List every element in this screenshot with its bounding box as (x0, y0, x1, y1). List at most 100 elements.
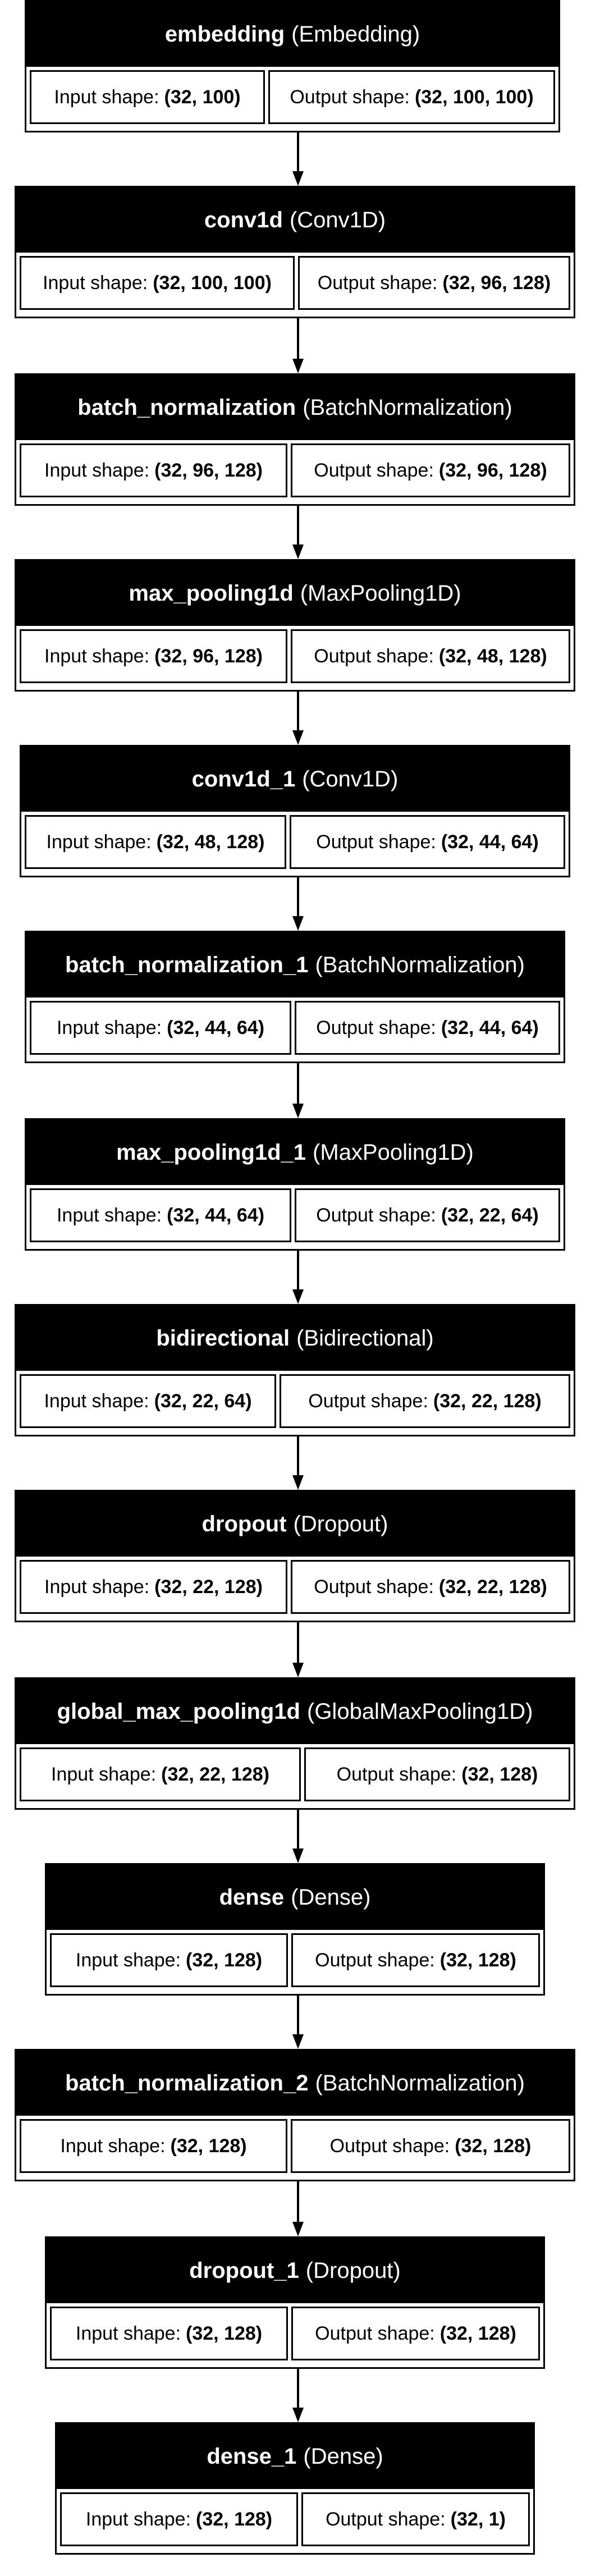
layer-type: (Embedding) (291, 21, 420, 47)
arrowhead-icon (292, 1475, 304, 1490)
input-shape-label: Input shape: (46, 831, 152, 853)
input-shape-value: (32, 128) (196, 2508, 273, 2530)
connector-arrow (292, 877, 304, 931)
input-shape-cell: Input shape:(32, 96, 128) (20, 443, 287, 497)
layer-header: dropout_1(Dropout) (47, 2238, 543, 2303)
input-shape-label: Input shape: (43, 272, 148, 294)
layer-type: (Bidirectional) (296, 1325, 434, 1351)
connector-arrow (292, 1810, 304, 1863)
output-shape-value: (32, 48, 128) (438, 645, 547, 667)
output-shape-label: Output shape: (316, 1017, 436, 1038)
output-shape-label: Output shape: (316, 1204, 436, 1226)
output-shape-cell: Output shape:(32, 128) (291, 2307, 540, 2360)
output-shape-cell: Output shape:(32, 22, 128) (291, 1560, 570, 1614)
input-shape-cell: Input shape:(32, 44, 64) (30, 1001, 291, 1055)
input-shape-label: Input shape: (56, 1017, 162, 1038)
layer-shapes-row: Input shape:(32, 44, 64)Output shape:(32… (26, 1185, 564, 1246)
layer-node: dropout(Dropout)Input shape:(32, 22, 128… (15, 1490, 575, 1622)
layer-shapes-row: Input shape:(32, 22, 128)Output shape:(3… (16, 1557, 574, 1617)
connector-arrow (292, 2181, 304, 2236)
layer-type: (Dense) (303, 2444, 383, 2469)
arrowhead-icon (292, 2034, 304, 2049)
input-shape-label: Input shape: (75, 1949, 181, 1971)
input-shape-label: Input shape: (51, 1763, 157, 1785)
arrowhead-icon (292, 2222, 304, 2236)
output-shape-label: Output shape: (326, 2508, 446, 2530)
layer-node: max_pooling1d_1 (MaxPooling1D) Input shape… (25, 1118, 565, 1251)
layer-node: bidirectional(Bidirectional)Input shape:… (15, 1304, 575, 1436)
input-shape-cell: Input shape:(32, 22, 64) (20, 1374, 276, 1428)
output-shape-value: (32, 22, 128) (433, 1390, 542, 1412)
input-shape-value: (32, 48, 128) (156, 831, 265, 853)
layer-name: dense_1 (207, 2444, 297, 2469)
input-shape-value: (32, 100) (164, 86, 241, 108)
layer-node: batch_normalization_2(BatchNormalization… (15, 2049, 575, 2181)
layer-name: dense (219, 1884, 285, 1910)
input-shape-value: (32, 44, 64) (167, 1017, 265, 1038)
output-shape-label: Output shape: (314, 459, 434, 481)
layer-shapes-row: Input shape:(32, 44, 64) Output shape: (32… (26, 998, 564, 1058)
layer-header: conv1d(Conv1D) (16, 187, 574, 253)
layer-name: max_pooling1d (129, 580, 294, 606)
output-shape-cell: Output shape:(32, 128) (291, 1933, 540, 1987)
input-shape-value: (32, 22, 128) (154, 1576, 263, 1598)
layer-header: dense_1(Dense) (57, 2424, 533, 2489)
layer-name: embedding (164, 21, 285, 47)
layer-node: dropout_1(Dropout)Input shape:(32, 128)O… (45, 2236, 545, 2369)
output-shape-value: (32, 96, 128) (442, 272, 551, 294)
input-shape-label: Input shape: (75, 2322, 181, 2344)
layer-name: max_pooling1d_1 (116, 1140, 306, 1165)
input-shape-cell: Input shape:(32, 128) (50, 1933, 288, 1987)
input-shape-label: Input shape: (56, 1204, 162, 1226)
connector-arrow (292, 1251, 304, 1304)
layer-name: dropout_1 (189, 2258, 299, 2283)
layer-shapes-row: Input shape:(32, 22, 64)Output shape:(32… (16, 1371, 574, 1431)
input-shape-cell: Input shape:(32, 22, 128) (20, 1747, 301, 1801)
connector-arrow (292, 506, 304, 559)
input-shape-value: (32, 96, 128) (154, 645, 263, 667)
layer-node: batch_normalization_1(BatchNormalization… (25, 931, 565, 1063)
layer-type: (BatchNormalization) (315, 952, 525, 977)
input-shape-value: (32, 128) (186, 1949, 263, 1971)
output-shape-cell: Output shape:(32, 48, 128) (291, 629, 570, 683)
layer-type: (Conv1D) (302, 766, 399, 791)
layer-type: (MaxPooling1D) (313, 1140, 474, 1165)
layer-name: dropout (201, 1511, 287, 1536)
output-shape-cell: Output shape:(32, 44, 64) (290, 815, 565, 869)
input-shape-cell: Input shape:(32, 128) (50, 2307, 288, 2360)
output-shape-cell: Output shape:(32, 22, 128) (280, 1374, 570, 1428)
layer-shapes-row: Input shape:(32, 100, 100)Output shape:(… (16, 253, 574, 313)
output-shape-label: Output shape: (329, 2135, 450, 2157)
layer-type: (GlobalMaxPooling1D) (307, 1699, 533, 1724)
layer-header: batch_normalization_2(BatchNormalization… (16, 2051, 574, 2116)
layer-header: max_pooling1d(MaxPooling1D) (16, 561, 574, 626)
output-shape-value: (32, 22, 128) (438, 1576, 547, 1598)
connector-arrow (292, 1436, 304, 1490)
arrowhead-icon (292, 916, 304, 931)
layer-node: max_pooling1d(MaxPooling1D)Input shape:(… (15, 559, 575, 692)
output-shape-cell: Output shape:(32, 96, 128) (291, 443, 570, 497)
layer-type: (MaxPooling1D) (300, 580, 461, 606)
output-shape-label: Output shape: (336, 1763, 457, 1785)
layer-node: global_max_pooling1d(GlobalMaxPooling1D)… (15, 1677, 575, 1810)
connector-arrow (292, 692, 304, 745)
output-shape-label: Output shape: (315, 2322, 435, 2344)
layer-node: dense(Dense)Input shape:(32, 128)Output … (45, 1863, 545, 1996)
output-shape-value: (32, 44, 64) (441, 831, 539, 853)
output-shape-cell: Output shape:(32, 100, 100) (268, 70, 555, 124)
layer-shapes-row: Input shape:(32, 128)Output shape:(32, 1… (16, 2116, 574, 2176)
output-shape-value: (32, 128) (439, 1949, 516, 1971)
layer-shapes-row: Input shape:(32, 128)Output shape:(32, 1… (47, 1930, 543, 1991)
output-shape-cell: Output shape:(32, 128) (304, 1747, 570, 1801)
layer-name: conv1d_1 (191, 766, 296, 791)
layer-header: bidirectional(Bidirectional) (16, 1306, 574, 1371)
output-shape-label: Output shape: (308, 1390, 428, 1412)
layer-type: (Dense) (291, 1884, 371, 1910)
output-shape-value: (32, 1) (450, 2508, 506, 2530)
input-shape-cell: Input shape:(32, 44, 64) (30, 1188, 291, 1242)
layer-node: embedding(Embedding)Input shape:(32, 100… (25, 0, 560, 132)
connector-arrow (292, 2369, 304, 2422)
layer-type: (Conv1D) (289, 207, 386, 232)
output-shape-label: Output shape: (315, 1949, 435, 1971)
